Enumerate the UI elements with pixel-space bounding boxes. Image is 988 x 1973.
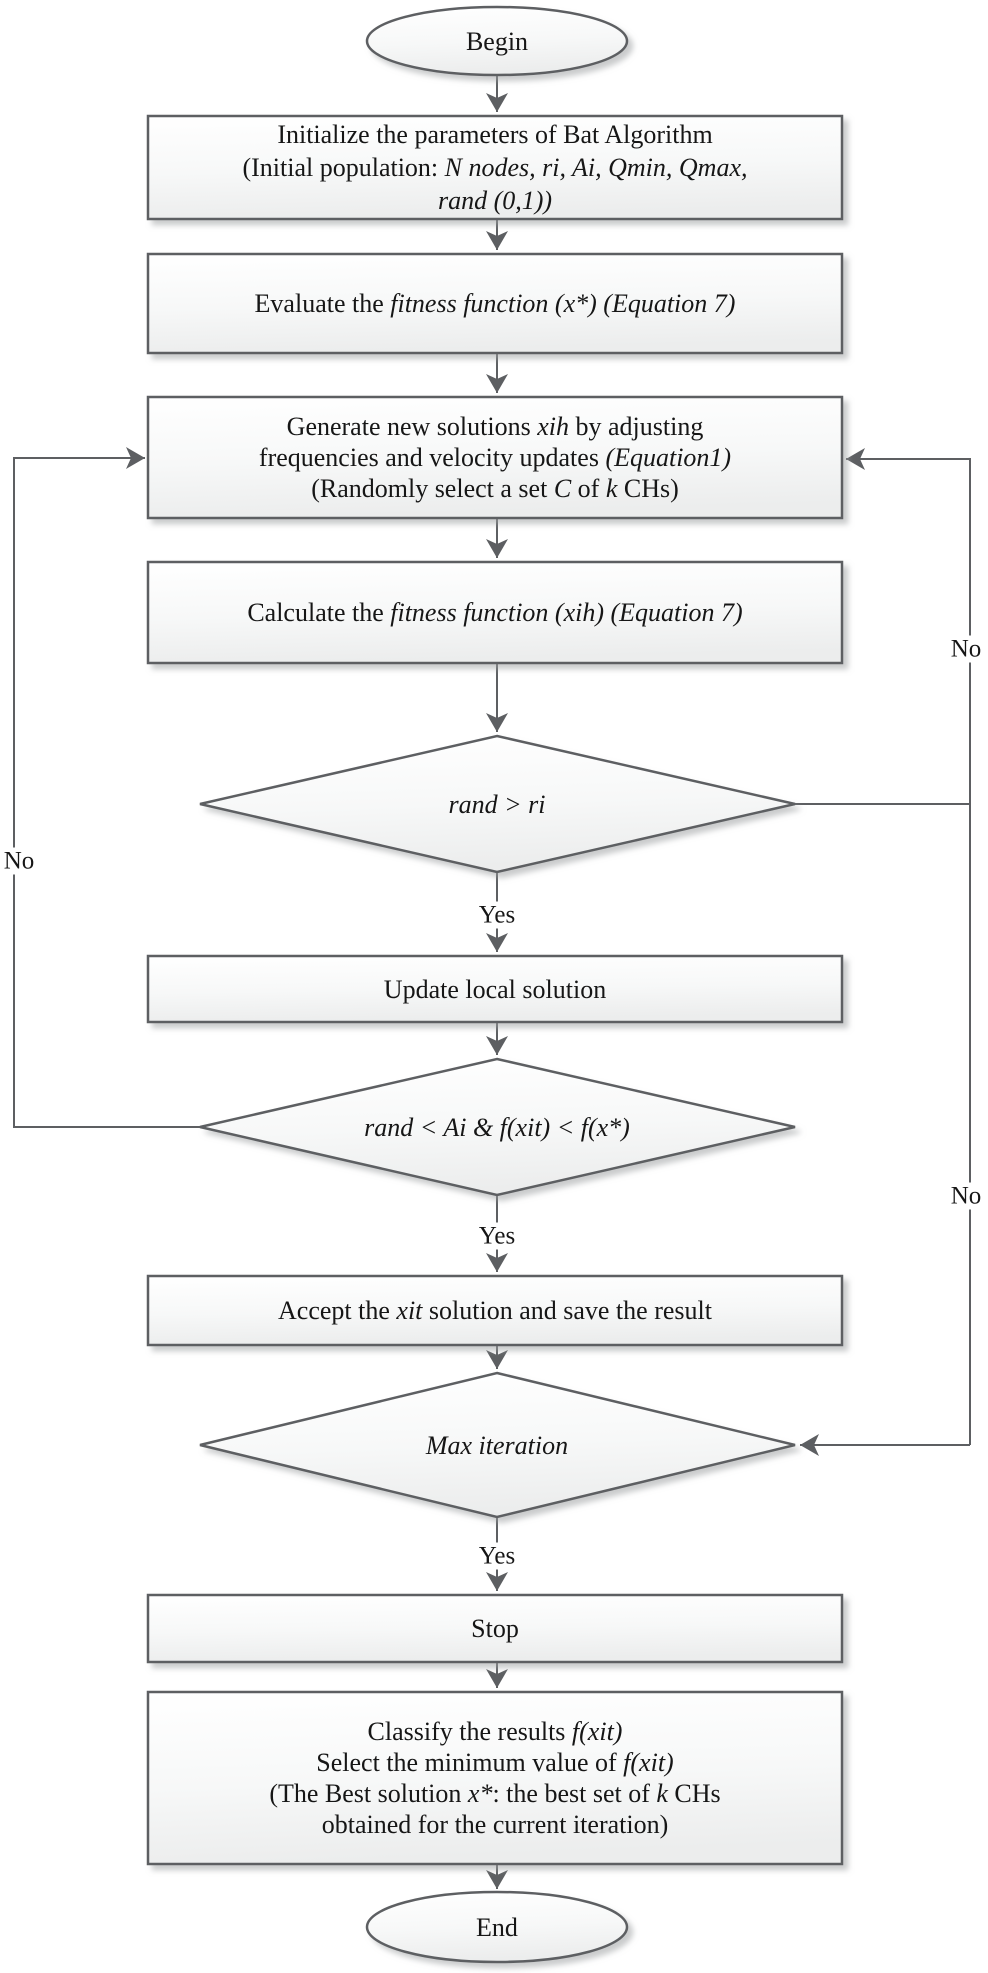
- text-line: Classify the results f(xit): [367, 1717, 623, 1746]
- no-loop-left-decision-accept-to-generate: [13, 447, 200, 1128]
- text-line: Generate new solutions xih by adjusting: [286, 412, 704, 441]
- evaluate-box: [146, 252, 844, 355]
- no-loop-right-vertical-to-generate: [846, 448, 971, 1445]
- text-line: (Randomly select a set C of k CHs): [311, 474, 679, 503]
- accept-box: [146, 1274, 844, 1347]
- evaluate-box-text: Evaluate the fitness function (x*) (Equa…: [158, 254, 832, 353]
- text-line: Update local solution: [383, 974, 607, 1004]
- classify-box-text: Classify the results f(xit) Select the m…: [158, 1692, 832, 1864]
- edge-label-no-left: No: [0, 847, 38, 875]
- text-line: Accept the xit solution and save the res…: [278, 1296, 712, 1325]
- generate-box: [146, 395, 844, 520]
- stop-box-text: Stop: [158, 1595, 832, 1662]
- update-local-box: [146, 954, 844, 1024]
- classify-box: [146, 1690, 844, 1866]
- begin-label: Begin: [367, 7, 627, 75]
- text-line: End: [476, 1912, 518, 1942]
- decision-rand-label: rand > ri: [247, 770, 747, 838]
- initialize-box: [146, 114, 844, 221]
- text-line: Calculate the fitness function (xih) (Eq…: [247, 598, 743, 627]
- stop-box: [146, 1593, 844, 1664]
- text-line: rand < Ai & f(xit) < f(x*): [364, 1112, 630, 1142]
- text-line: (Initial population: N nodes, ri, Ai, Qm…: [242, 153, 748, 182]
- update-local-box-text: Update local solution: [158, 956, 832, 1022]
- decision-rand-diamond: [199, 734, 796, 874]
- begin-terminator: [365, 5, 629, 77]
- decision-accept-diamond: [199, 1057, 796, 1197]
- end-terminator: [365, 1890, 629, 1964]
- edge-label-no-right-top: No: [947, 635, 985, 663]
- text-line: (The Best solution x*: the best set of k…: [269, 1779, 721, 1808]
- end-label: End: [367, 1892, 627, 1962]
- text-line: frequencies and velocity updates (Equati…: [258, 443, 732, 472]
- edge-label-yes-rand: Yes: [475, 901, 519, 929]
- text-line: Select the minimum value of f(xit): [316, 1748, 674, 1777]
- text-line: Stop: [471, 1614, 519, 1643]
- calculate-box: [146, 560, 844, 665]
- calculate-box-text: Calculate the fitness function (xih) (Eq…: [158, 562, 832, 663]
- text-line: Initialize the parameters of Bat Algorit…: [277, 120, 713, 149]
- text-line: rand > ri: [448, 789, 546, 819]
- edge-label-yes-max-iteration: Yes: [475, 1542, 519, 1570]
- decision-accept-label: rand < Ai & f(xit) < f(x*): [247, 1093, 747, 1161]
- edge-label-no-right-bottom: No: [947, 1182, 985, 1210]
- text-line: obtained for the current iteration): [321, 1810, 669, 1839]
- generate-box-text: Generate new solutions xih by adjusting …: [158, 397, 832, 518]
- initialize-box-text: Initialize the parameters of Bat Algorit…: [158, 116, 832, 219]
- text-line: Begin: [465, 26, 529, 56]
- text-line: rand (0,1)): [437, 186, 553, 215]
- decision-max-iteration-diamond: [199, 1371, 796, 1519]
- text-line: Max iteration: [425, 1430, 569, 1460]
- accept-box-text: Accept the xit solution and save the res…: [158, 1276, 832, 1345]
- text-line: Evaluate the fitness function (x*) (Equa…: [254, 289, 736, 318]
- edge-label-yes-accept: Yes: [475, 1222, 519, 1250]
- decision-max-iteration-label: Max iteration: [247, 1411, 747, 1479]
